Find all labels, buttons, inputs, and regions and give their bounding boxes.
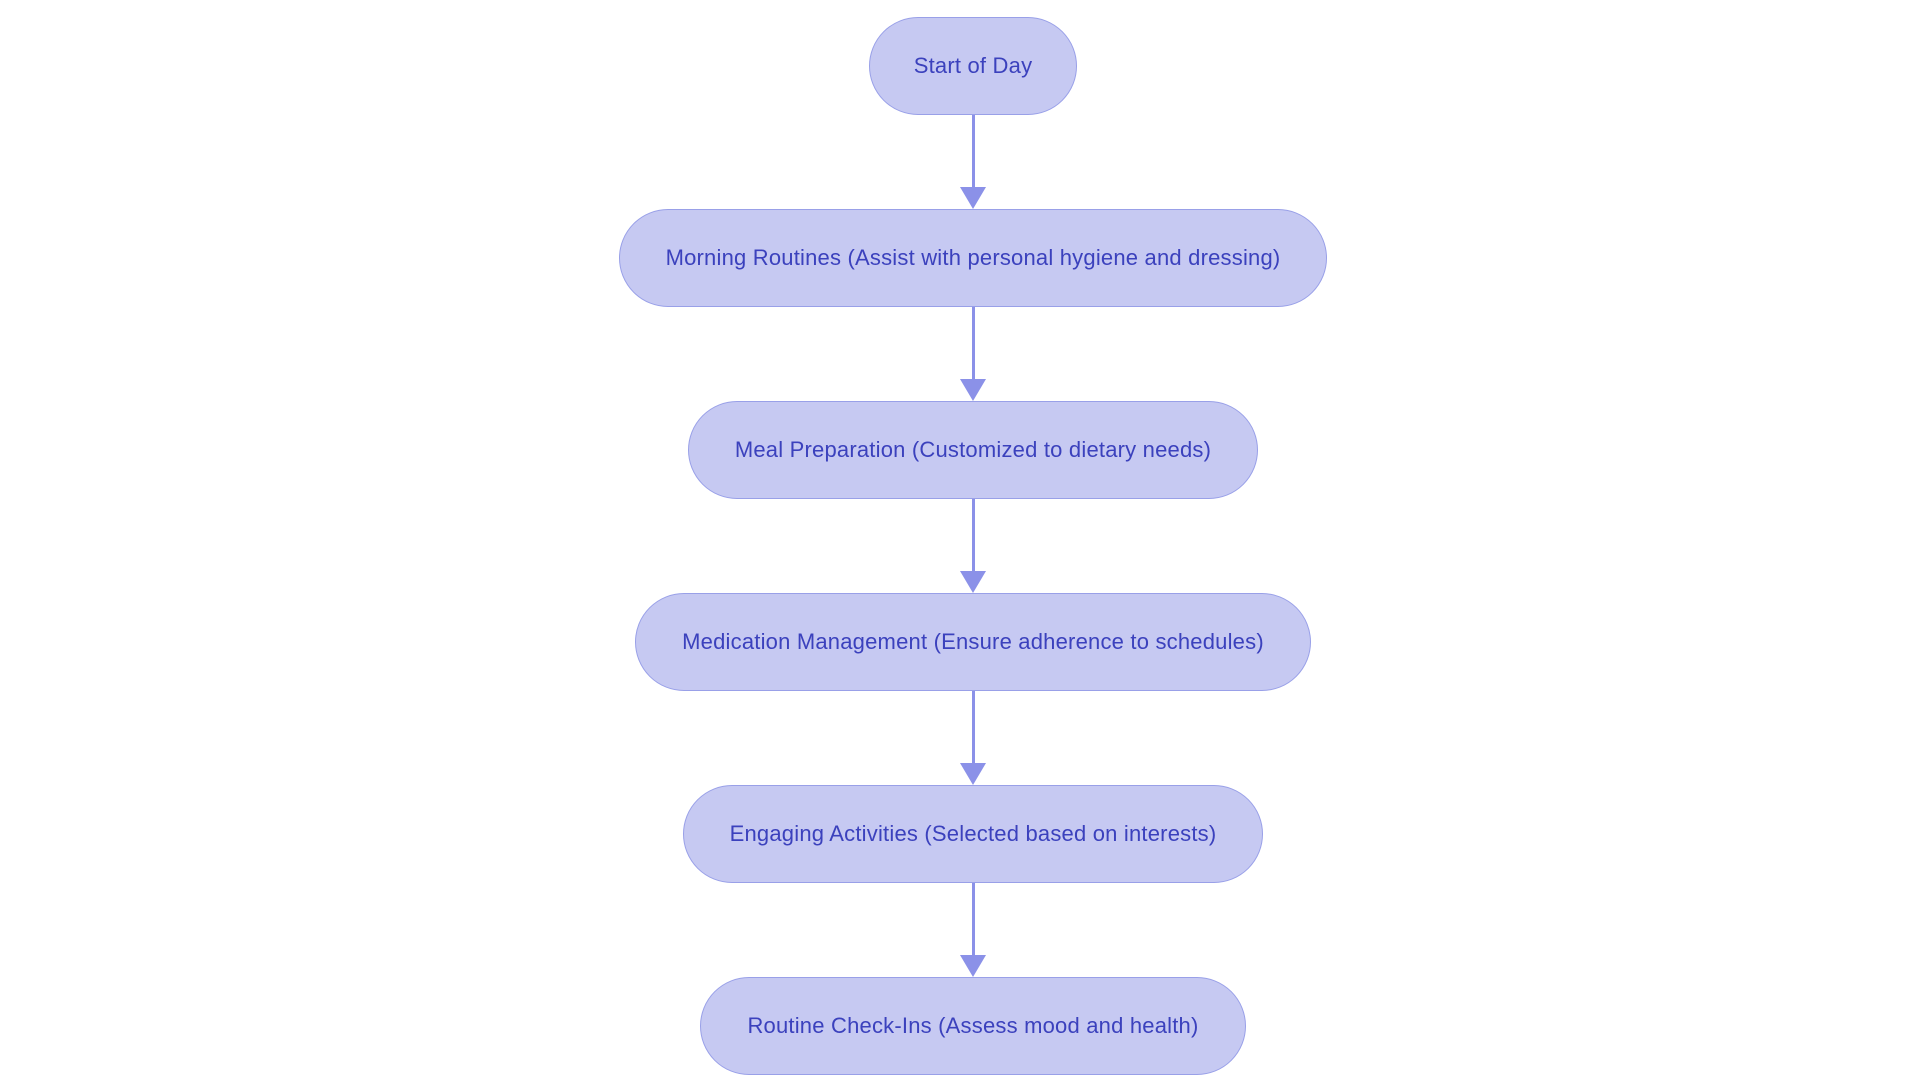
flow-node-start-of-day: Start of Day [868, 17, 1078, 115]
flow-node-medication-management: Medication Management (Ensure adherence … [635, 593, 1311, 691]
down-arrow-icon [960, 115, 986, 209]
flowchart-canvas: Start of Day Morning Routines (Assist wi… [13, 0, 1920, 1083]
flow-node-engaging-activities: Engaging Activities (Selected based on i… [682, 785, 1264, 883]
arrow-stem [971, 499, 975, 571]
down-arrow-icon [960, 883, 986, 977]
arrow-head [960, 571, 986, 593]
down-arrow-icon [960, 691, 986, 785]
arrow-stem [971, 307, 975, 379]
arrow-head [960, 763, 986, 785]
flow-node-morning-routines: Morning Routines (Assist with personal h… [618, 209, 1328, 307]
down-arrow-icon [960, 499, 986, 593]
flow-node-routine-check-ins: Routine Check-Ins (Assess mood and healt… [700, 977, 1246, 1075]
down-arrow-icon [960, 307, 986, 401]
arrow-head [960, 187, 986, 209]
flow-node-meal-preparation: Meal Preparation (Customized to dietary … [687, 401, 1259, 499]
arrow-head [960, 955, 986, 977]
arrow-stem [971, 691, 975, 763]
arrow-stem [971, 115, 975, 187]
arrow-head [960, 379, 986, 401]
arrow-stem [971, 883, 975, 955]
